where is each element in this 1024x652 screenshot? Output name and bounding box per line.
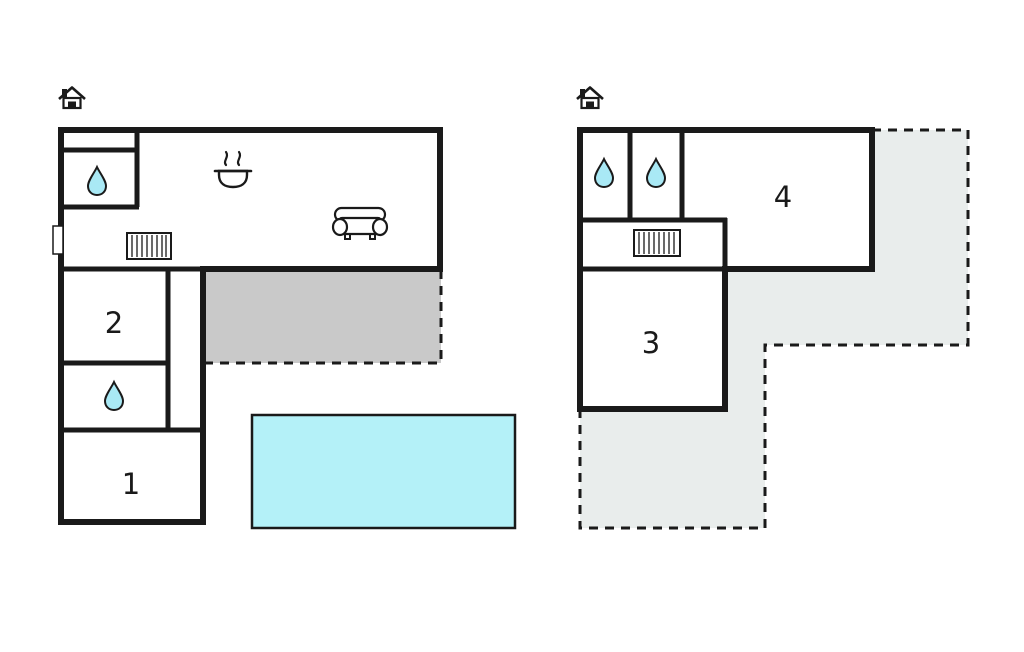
- water-drop-icons: [86, 156, 667, 412]
- water-drop-icon: [593, 156, 615, 189]
- sofa-armrest: [371, 217, 389, 237]
- terrace-areas: [203, 130, 968, 528]
- radiator-body: [126, 232, 172, 260]
- radiator-fins: [638, 232, 675, 254]
- roof: [576, 86, 604, 100]
- water-drop-icon: [645, 156, 667, 189]
- water-drop-icon: [103, 379, 125, 412]
- terrace-dashed-borders: [204, 128, 970, 530]
- sofa-armrest: [331, 217, 349, 237]
- pool-area: [250, 413, 517, 530]
- terrace-left-dashed-border: [204, 270, 443, 365]
- radiator-body: [633, 229, 681, 257]
- left-building-interior-walls: [58, 127, 203, 433]
- entrance-house-icon: [58, 86, 86, 110]
- door: [68, 101, 76, 108]
- terrace-right-dashed-border: [578, 128, 970, 530]
- door: [586, 101, 594, 108]
- steam: [236, 150, 242, 167]
- radiator-icon-left: [126, 232, 172, 260]
- walls: [58, 127, 875, 525]
- room-label-1: 1: [122, 467, 140, 501]
- room-label-4: 4: [774, 180, 792, 214]
- room-label-3: 3: [642, 326, 660, 360]
- window-marker: [52, 225, 64, 255]
- terrace-right-area: [580, 130, 968, 528]
- room-label-2: 2: [105, 306, 123, 340]
- steam: [223, 150, 229, 167]
- terrace-left-area: [203, 270, 441, 363]
- radiator-icon-right: [633, 229, 681, 257]
- right-building-interior-walls: [577, 127, 728, 272]
- stove-pot-icon: [213, 150, 253, 189]
- pot-body: [217, 169, 249, 189]
- radiator-fins: [131, 235, 167, 257]
- sofa-icon: [331, 206, 389, 240]
- water-drop-icon: [86, 164, 108, 197]
- roof: [58, 86, 86, 100]
- entrance-house-icon: [576, 86, 604, 110]
